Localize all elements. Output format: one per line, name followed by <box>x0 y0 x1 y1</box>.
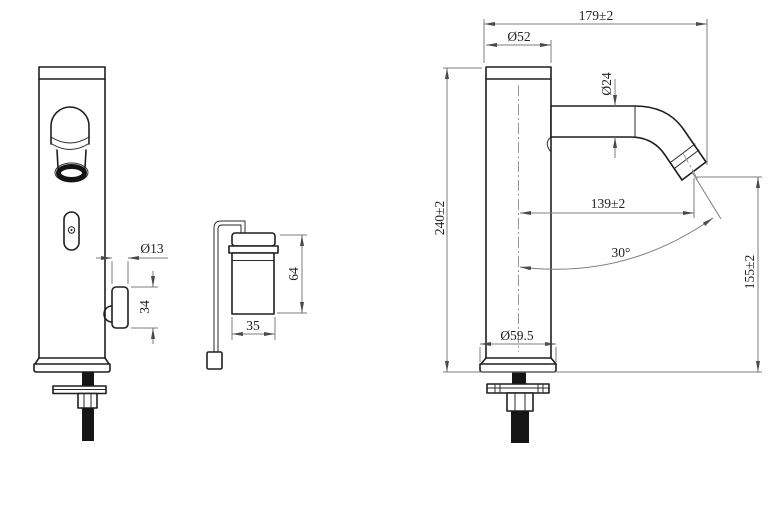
dim-label-box-width: 35 <box>246 318 260 333</box>
spout-outlet-ring <box>56 164 87 182</box>
side-view-dimensions: 179±2 Ø52 Ø24 240±2 139±2 30° 155±2 Ø59.… <box>432 8 762 373</box>
front-spout-end <box>50 106 90 183</box>
dim-label-knob-diameter: Ø13 <box>140 241 163 256</box>
dim-label-base-diameter: Ø59.5 <box>500 328 534 343</box>
outlet-axis-extension <box>691 171 722 220</box>
side-shank-upper <box>512 372 526 384</box>
dim-label-overall-height: 240±2 <box>432 201 447 235</box>
dim-label-spout-diameter: Ø24 <box>599 72 614 95</box>
cable-connector <box>206 351 223 370</box>
front-side-knob <box>103 286 129 329</box>
dim-label-knob-length: 34 <box>137 300 152 314</box>
control-box-dimensions: 64 35 <box>231 234 307 340</box>
cable-inner <box>217 224 242 353</box>
dim-label-spout-reach: 139±2 <box>591 196 625 211</box>
front-view-dimensions: Ø13 34 <box>96 241 168 344</box>
sensor-eye <box>67 226 76 234</box>
box-body <box>231 252 275 315</box>
aerator-joint-1 <box>674 149 700 169</box>
front-base-assembly <box>33 357 111 441</box>
front-view <box>33 66 129 441</box>
dim-label-overall-reach: 179±2 <box>579 8 613 23</box>
cable-outer <box>213 220 246 353</box>
front-sensor-window <box>63 211 80 251</box>
spout-tip-axis <box>682 152 700 183</box>
side-spout <box>546 105 707 183</box>
angle-arc <box>519 217 714 271</box>
dim-label-outlet-angle: 30° <box>612 245 631 260</box>
dim-label-outlet-height: 155±2 <box>742 255 757 289</box>
side-threaded-rod <box>511 411 529 443</box>
side-base-assembly <box>479 357 557 443</box>
dim-label-box-height: 64 <box>286 267 301 281</box>
side-hex-nut <box>506 392 534 412</box>
box-flange <box>228 245 279 254</box>
side-view <box>479 66 707 443</box>
front-shank-upper <box>82 372 94 386</box>
box-lid <box>231 232 276 247</box>
front-threaded-rod <box>82 408 94 441</box>
control-box <box>206 220 279 370</box>
front-hex-nut <box>77 392 98 409</box>
dim-label-top-diameter: Ø52 <box>507 29 530 44</box>
